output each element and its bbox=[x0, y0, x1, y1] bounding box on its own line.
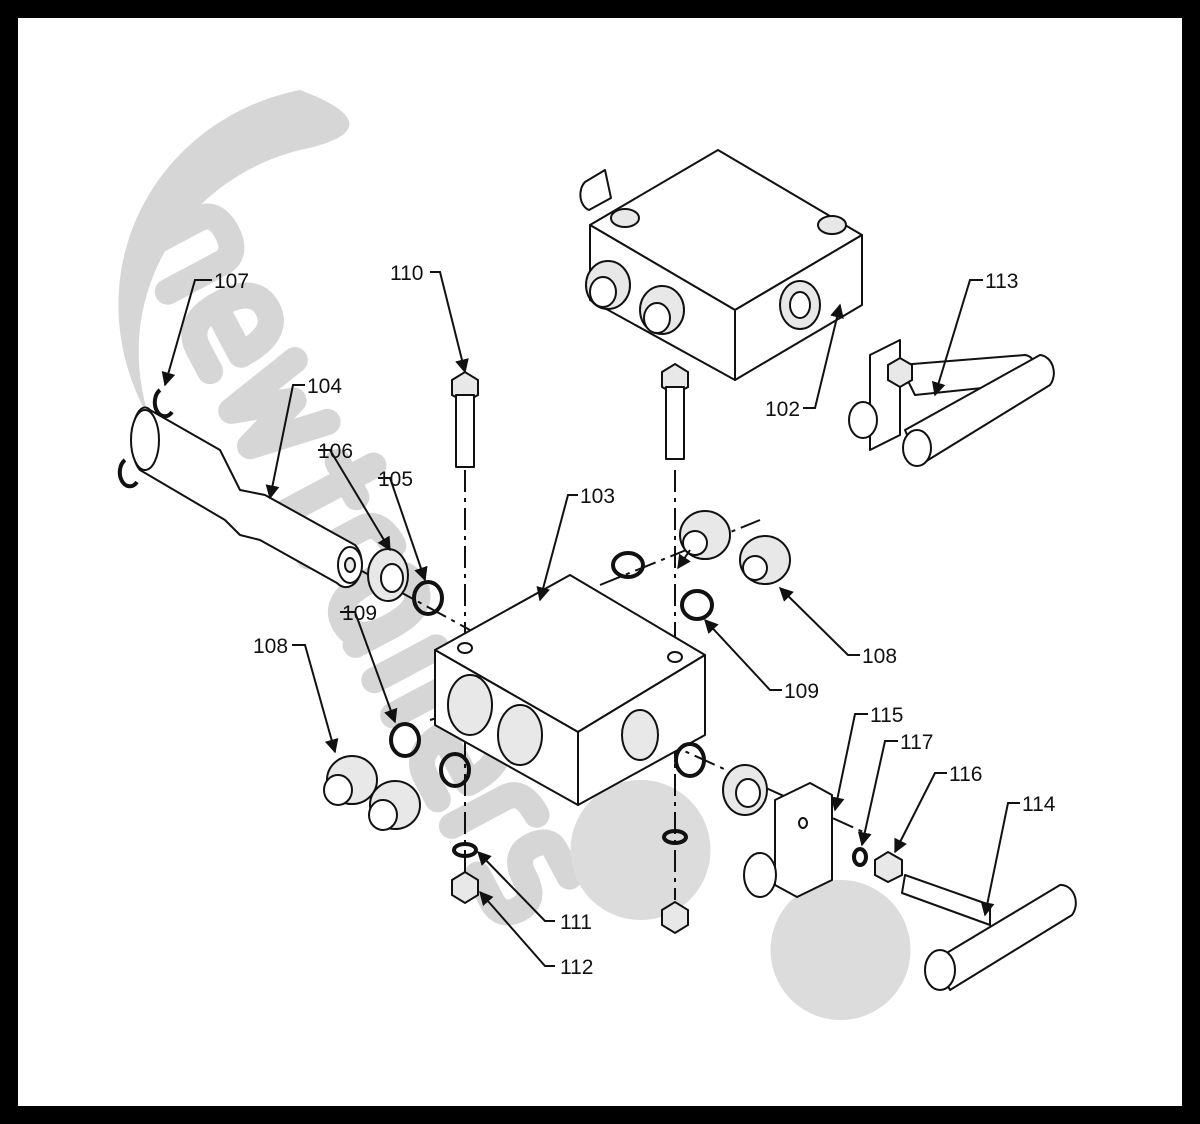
diagram-canvas: 107 104 106 105 110 103 102 113 108 109 … bbox=[18, 18, 1182, 1106]
callout-115: 115 bbox=[870, 704, 903, 727]
part-111-washers bbox=[452, 829, 688, 858]
part-114-handle bbox=[901, 874, 1077, 991]
watermark-lettering bbox=[131, 203, 583, 926]
callout-105: 105 bbox=[378, 468, 413, 491]
part-105-o-ring bbox=[412, 580, 444, 616]
part-112-nuts bbox=[451, 870, 689, 935]
callout-111: 111 bbox=[560, 911, 592, 934]
exploded-parts-diagram: 107 104 106 105 110 103 102 113 108 109 … bbox=[117, 90, 1077, 1020]
part-108-fittings bbox=[323, 510, 791, 831]
callout-104: 104 bbox=[307, 375, 342, 398]
watermark-swoosh bbox=[118, 90, 350, 420]
callout-107: 107 bbox=[214, 270, 249, 293]
callout-114: 114 bbox=[1022, 793, 1056, 816]
part-117-washer bbox=[852, 847, 868, 867]
callout-106: 106 bbox=[318, 440, 353, 463]
part-110-bolts bbox=[451, 362, 689, 468]
part-113-handle bbox=[848, 339, 1055, 467]
callout-110: 110 bbox=[390, 262, 423, 285]
callout-102: 102 bbox=[765, 398, 800, 421]
part-116-nut bbox=[874, 850, 903, 884]
part-104-spool bbox=[130, 406, 363, 589]
callout-109-left: 109 bbox=[342, 602, 377, 625]
axis-line bbox=[599, 519, 761, 586]
callout-108-left: 108 bbox=[253, 635, 288, 658]
callout-108-right: 108 bbox=[862, 645, 897, 668]
callout-103: 103 bbox=[580, 485, 615, 508]
part-107-retaining-clips bbox=[117, 388, 174, 489]
callout-112: 112 bbox=[560, 956, 593, 979]
callout-109-right: 109 bbox=[784, 680, 819, 703]
callout-leaders bbox=[161, 271, 1020, 967]
part-115-bracket bbox=[743, 782, 833, 898]
callout-117: 117 bbox=[900, 731, 933, 754]
part-103-main-block bbox=[434, 574, 706, 806]
callout-113: 113 bbox=[985, 270, 1018, 293]
part-102-valve-block bbox=[579, 149, 863, 381]
part-109-o-rings bbox=[389, 551, 714, 788]
callout-116: 116 bbox=[949, 763, 982, 786]
